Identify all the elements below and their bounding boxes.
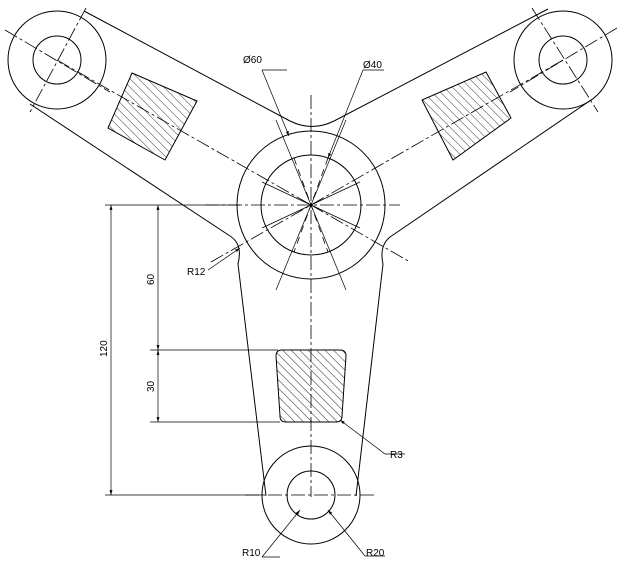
dim-inner-diameter: Ø40 <box>363 60 382 71</box>
dim-length-120: 120 <box>99 340 110 357</box>
dim-length-60: 60 <box>146 273 157 285</box>
dim-fillet-r12: R12 <box>187 267 206 278</box>
left-boss <box>4 7 111 113</box>
section-bottom <box>275 349 347 423</box>
right-boss <box>509 7 618 113</box>
central-hub <box>56 59 564 497</box>
section-left <box>107 72 198 161</box>
dim-hole-r10: R10 <box>242 548 261 559</box>
dimension-lines <box>105 69 405 558</box>
bottom-boss <box>245 445 377 545</box>
dim-boss-r20: R20 <box>366 548 385 559</box>
part-outline <box>29 8 592 497</box>
dim-outer-diameter: Ø60 <box>243 55 262 66</box>
dim-corner-r3: R3 <box>390 450 403 461</box>
dim-length-30: 30 <box>146 380 157 392</box>
section-right <box>421 71 512 161</box>
